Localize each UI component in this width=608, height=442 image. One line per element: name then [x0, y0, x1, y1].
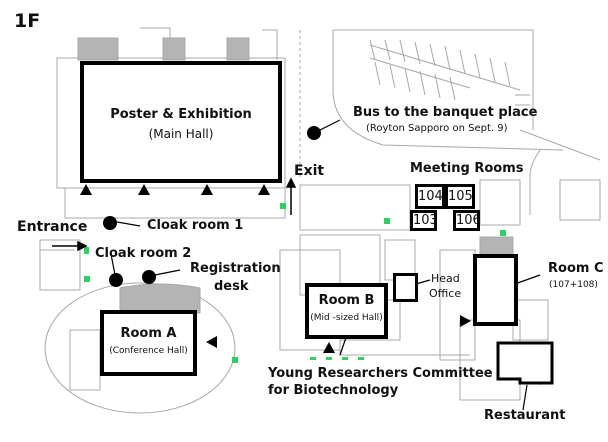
room-a[interactable]: Room A (Conference Hall): [100, 310, 197, 376]
head-office-label-line2: Office: [429, 287, 462, 300]
entrance-label: Entrance: [17, 219, 88, 235]
room-title: Room B: [318, 293, 375, 308]
bus-sublabel: (Royton Sapporo on Sept. 9): [366, 123, 508, 134]
meeting-room-106[interactable]: 106: [453, 210, 481, 231]
door-marker-icon: [80, 184, 92, 195]
meeting-room-105[interactable]: 105: [445, 184, 475, 209]
head-office[interactable]: [393, 273, 418, 302]
young-researchers-label-line2: for Biotechnology: [268, 383, 399, 398]
restaurant-pointer-line: [522, 384, 528, 411]
meeting-room-103[interactable]: 103: [410, 210, 438, 231]
entrance-arrowhead: [77, 240, 88, 252]
room-title: Room A: [120, 326, 177, 341]
exit-arrowhead: [285, 177, 297, 188]
door-marker-icon: [138, 184, 150, 195]
room-c-sublabel: (107+108): [549, 280, 598, 290]
room-subtitle: (Main Hall): [148, 127, 214, 141]
bus-pointer-line: [317, 119, 341, 132]
room-c-label: Room C: [548, 261, 604, 276]
registration-desk-marker[interactable]: [142, 270, 156, 284]
restaurant-outline[interactable]: [496, 341, 556, 389]
meeting-rooms-label: Meeting Rooms: [410, 161, 524, 176]
room-poster-exhibition[interactable]: Poster & Exhibition (Main Hall): [80, 61, 282, 183]
door-marker-icon: [460, 315, 471, 327]
cloak-room-2-marker[interactable]: [109, 273, 123, 287]
cloak-room-1-marker[interactable]: [103, 216, 117, 230]
bus-label: Bus to the banquet place: [353, 105, 538, 120]
head-office-label: Head: [431, 272, 460, 285]
door-marker-icon: [206, 336, 217, 348]
young-researchers-label: Young Researchers Committee: [268, 366, 493, 381]
restaurant-label: Restaurant: [484, 408, 566, 423]
room-title: Poster & Exhibition: [110, 107, 252, 122]
bus-stop-marker[interactable]: [307, 126, 321, 140]
meeting-room-104[interactable]: 104: [415, 184, 445, 209]
cloak-room-1-label: Cloak room 1: [147, 218, 244, 233]
door-marker-icon: [258, 184, 270, 195]
room-subtitle: (Conference Hall): [109, 346, 188, 356]
door-marker-icon: [323, 342, 335, 353]
cloak-room-2-label: Cloak room 2: [95, 246, 192, 261]
room-c[interactable]: [473, 254, 518, 326]
cloak1-pointer-line: [116, 221, 141, 227]
registration-label-line2: desk: [214, 279, 249, 294]
exit-label: Exit: [294, 163, 325, 179]
room-b[interactable]: Room B (Mid -sized Hall): [305, 283, 388, 339]
floor-label: 1F: [14, 10, 41, 32]
door-marker-icon: [201, 184, 213, 195]
room-subtitle: (Mid -sized Hall): [310, 313, 383, 323]
registration-label: Registration: [190, 261, 281, 276]
